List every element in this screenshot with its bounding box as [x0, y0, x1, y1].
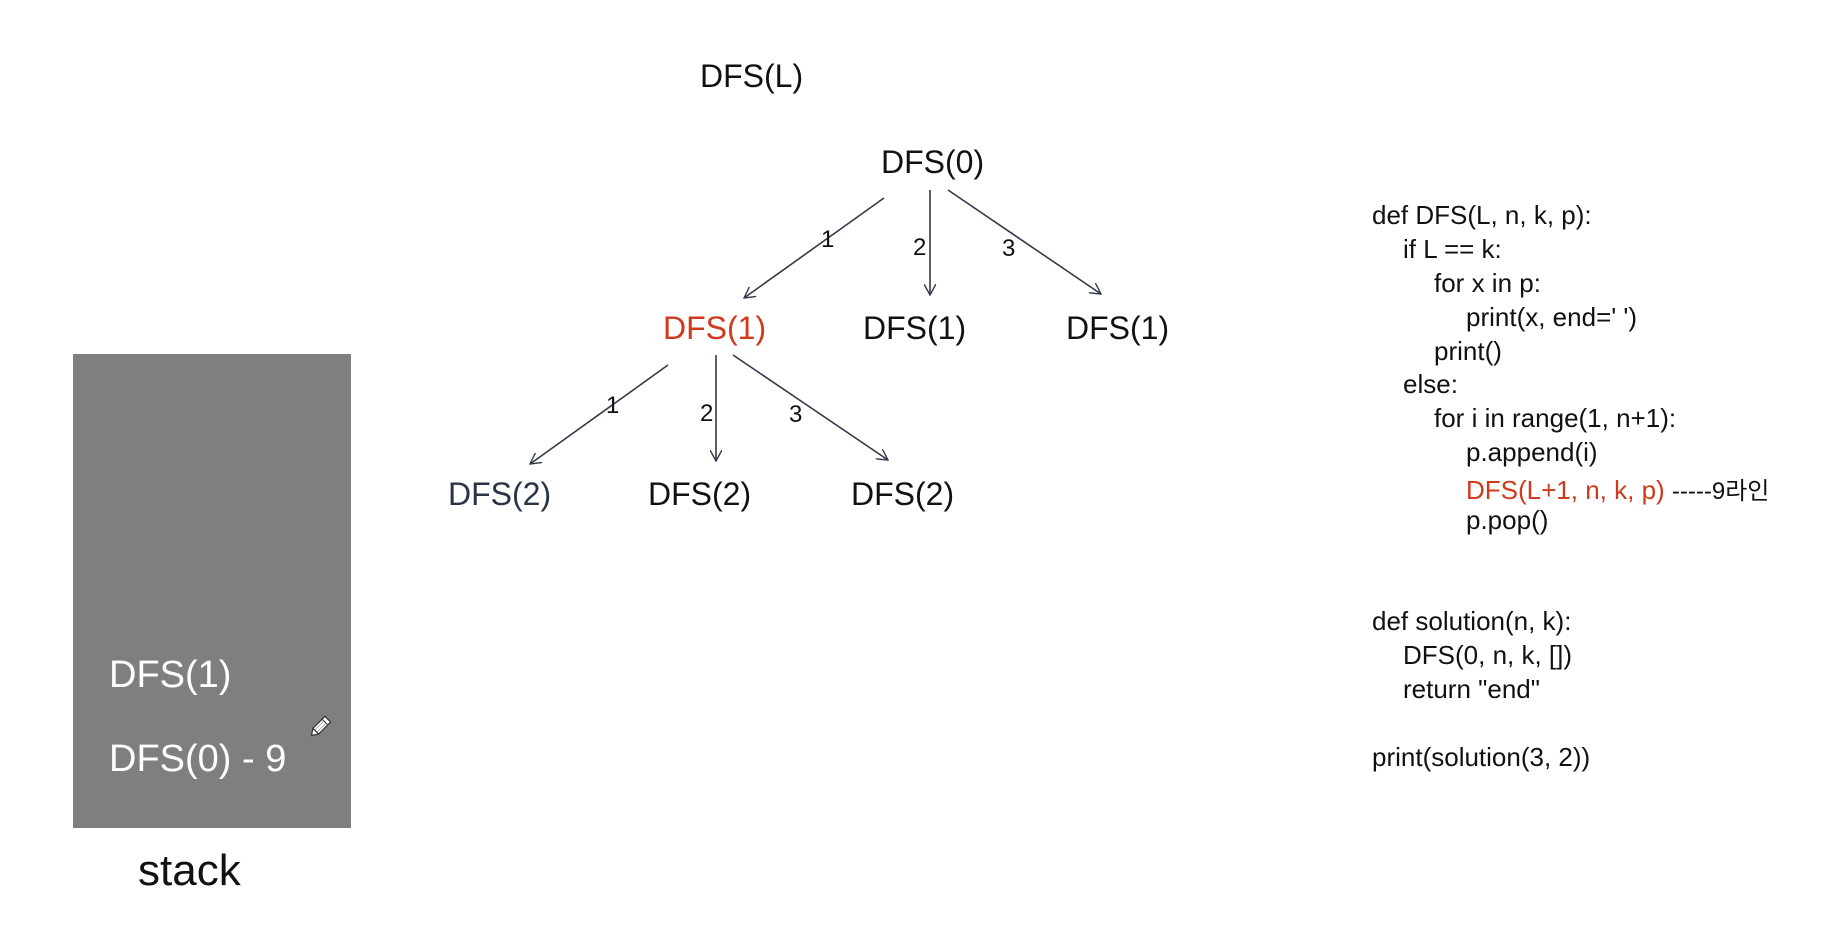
code-line-1: def DFS(L, n, k, p): [1372, 200, 1592, 230]
edge-l1-to-right [732, 354, 888, 460]
edge-root-to-left [744, 197, 885, 298]
tree-node-level2-right: DFS(2) [851, 476, 955, 512]
tree-node-level1-middle: DFS(1) [863, 310, 967, 346]
code-line-2: if L == k: [1403, 234, 1502, 264]
code-line-4: print(x, end=' ') [1466, 302, 1638, 332]
stack-box: DFS(1) DFS(0) - 9 [73, 354, 351, 828]
code-recursive-call: DFS(L+1, n, k, p) [1466, 475, 1665, 505]
tree-node-level2-middle: DFS(2) [648, 476, 752, 512]
edge-label-root-2: 2 [913, 234, 927, 261]
code-line-7: for i in range(1, n+1): [1434, 403, 1677, 433]
edge-label-root-3: 3 [1002, 235, 1016, 262]
code-line-6: else: [1403, 369, 1458, 399]
edge-label-l1-1: 1 [606, 392, 620, 419]
code-line-3: for x in p: [1434, 268, 1541, 298]
tree-node-level2-left: DFS(2) [448, 476, 552, 512]
diagram-title: DFS(L) [700, 58, 804, 94]
edge-label-root-1: 1 [821, 226, 835, 253]
edge-l1-to-left [530, 364, 669, 464]
code-line-12: DFS(0, n, k, []) [1403, 640, 1573, 670]
code-comment-line-9: -----9라인 [1671, 478, 1770, 505]
edge-root-to-right [947, 189, 1101, 294]
code-line-11: def solution(n, k): [1372, 606, 1572, 636]
edge-label-l1-3: 3 [789, 401, 803, 428]
code-line-8: p.append(i) [1466, 437, 1598, 467]
code-line-14: print(solution(3, 2)) [1372, 742, 1591, 772]
pencil-icon [310, 715, 332, 737]
code-line-13: return "end" [1403, 674, 1540, 704]
stack-item-top: DFS(1) [109, 654, 232, 696]
tree-node-root: DFS(0) [881, 144, 985, 180]
code-line-5: print() [1434, 336, 1502, 366]
tree-node-level1-left: DFS(1) [663, 310, 767, 346]
edge-label-l1-2: 2 [700, 400, 714, 427]
tree-node-level1-right: DFS(1) [1066, 310, 1170, 346]
code-line-10: p.pop() [1466, 505, 1549, 535]
code-line-9: DFS(L+1, n, k, p) -----9라인 [1466, 471, 1769, 506]
stack-label: stack [138, 846, 241, 895]
stack-item-bottom: DFS(0) - 9 [109, 738, 287, 780]
